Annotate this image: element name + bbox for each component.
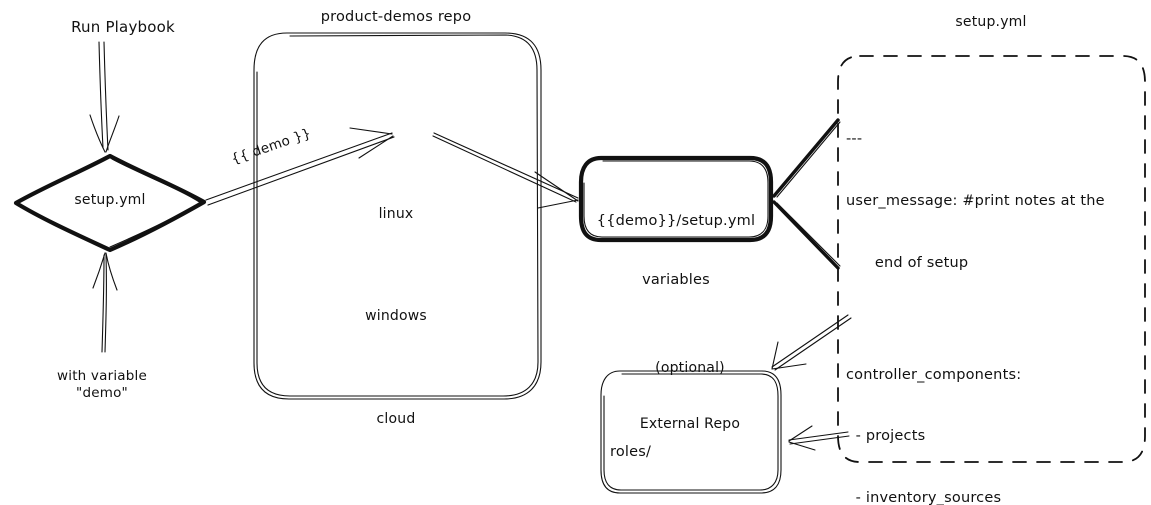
node-setup-yml-file	[837, 55, 1146, 463]
setup-yml-file-title: setup.yml	[955, 14, 1027, 30]
yml-line-4: controller_components:	[846, 366, 1022, 383]
variables-box-line2: variables	[642, 271, 710, 288]
edge-setupfile-to-variables	[772, 118, 841, 270]
diamond-label-setup-yml: setup.yml	[74, 192, 146, 208]
yml-line-6: - inventory_sources	[846, 489, 1002, 505]
with-variable-label: with variable "demo"	[57, 368, 147, 401]
node-demo-setup-yml-variables	[578, 155, 774, 243]
repo-item-list: linux windows cloud network ...	[365, 128, 427, 505]
external-repo-name: External Repo	[639, 416, 741, 433]
run-playbook-label: Run Playbook	[71, 18, 175, 36]
edge-setup-to-linux	[205, 127, 395, 206]
node-external-repo	[600, 370, 782, 494]
edge-with-variable-to-setup	[92, 252, 118, 353]
node-product-demos-repo	[253, 32, 542, 400]
setup-yml-file-content: --- user_message: #print notes at the en…	[846, 88, 1105, 505]
edge-run-playbook-to-setup	[89, 41, 120, 153]
yml-line-5: - projects	[846, 428, 926, 445]
repo-item-windows: windows	[365, 308, 427, 325]
external-repo-title: (optional) External Repo	[640, 321, 740, 472]
repo-item-cloud: cloud	[376, 411, 416, 428]
yml-line-1: user_message: #print notes at the	[846, 192, 1105, 209]
variables-box-line1: {{demo}}/setup.yml	[596, 213, 756, 230]
external-repo-item-list: roles/ playbooks/ ....	[610, 400, 690, 505]
yml-line-2: end of setup	[846, 254, 969, 271]
external-repo-item-roles: roles/	[610, 444, 652, 461]
edge-job-templates-to-external-repo	[788, 425, 850, 451]
variables-box-label: {{demo}}/setup.yml variables	[597, 173, 755, 330]
node-diamond-setup-yml	[13, 153, 207, 253]
yml-line-0: ---	[846, 131, 863, 148]
yml-line-3	[846, 314, 1105, 323]
repo-title: product-demos repo	[320, 9, 472, 25]
edge-linux-to-variables	[432, 132, 579, 209]
edge-projects-to-external-repo	[771, 314, 852, 371]
repo-item-linux: linux	[378, 205, 414, 222]
external-repo-optional: (optional)	[655, 359, 725, 376]
